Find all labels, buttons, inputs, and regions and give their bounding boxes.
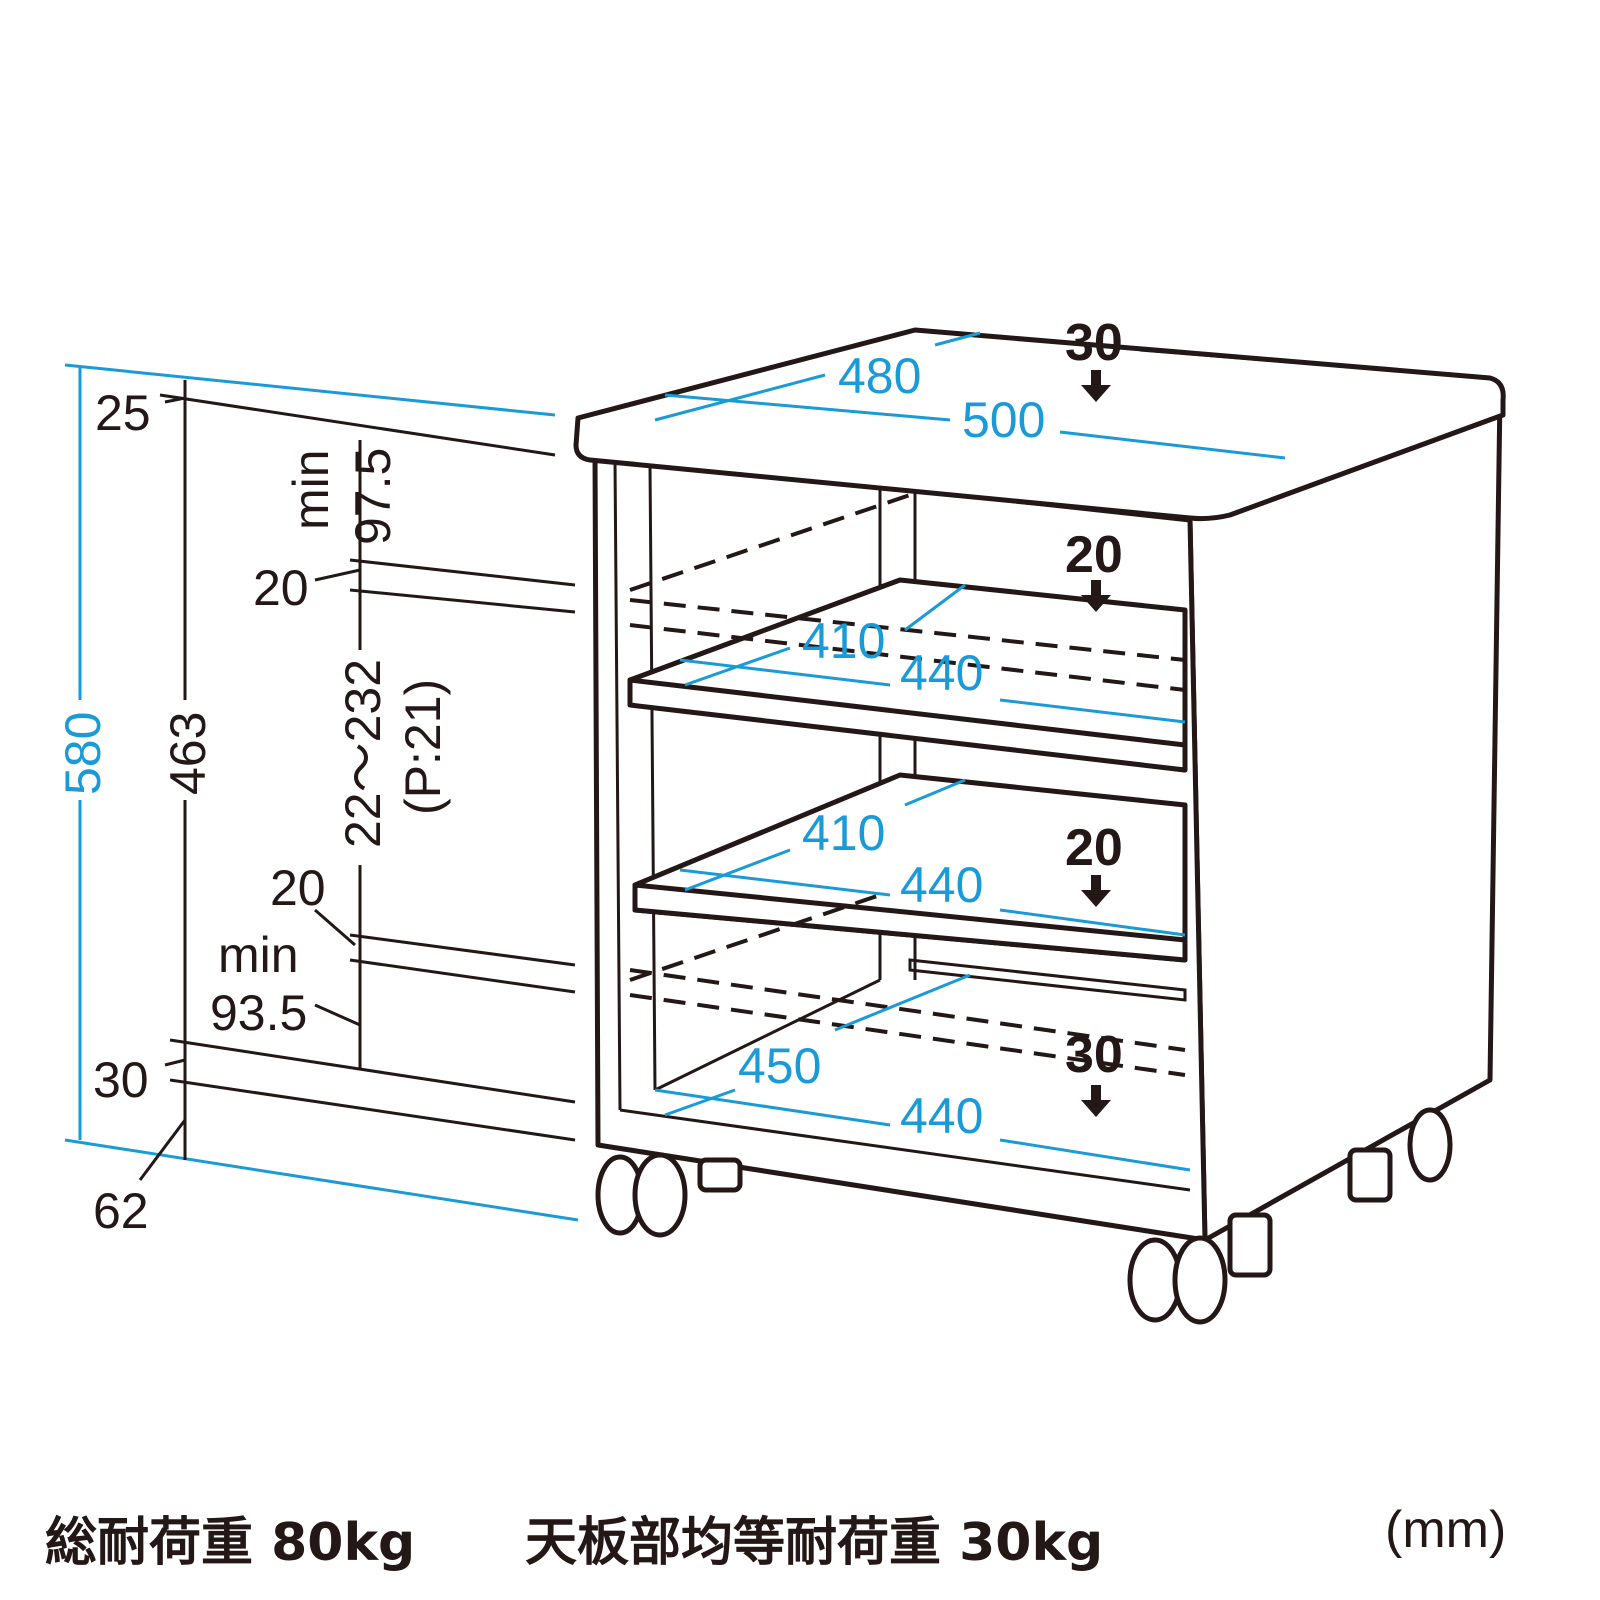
shelf1-load-label: 20 [1065, 526, 1123, 584]
total-height-label: 580 [55, 712, 111, 795]
pitch-range-label: 22～232 [335, 659, 391, 848]
down-arrow-icon [1081, 580, 1111, 612]
load-arrows [1081, 370, 1111, 1117]
shelf2-load-label: 20 [1065, 819, 1123, 877]
bottom-depth-label: 450 [738, 1038, 821, 1094]
top-thickness-label: 25 [95, 385, 151, 441]
shelf2-width-label: 440 [900, 857, 983, 913]
pitch-ref-label: (P:21) [395, 679, 451, 815]
black-dimension-lines [138, 348, 1491, 1181]
total-load-text: 総耐荷重 80kg [45, 1513, 416, 1573]
bottom-load-label: 30 [1065, 1026, 1123, 1084]
min-bottom-value: 93.5 [210, 985, 307, 1041]
caster-height-label: 62 [93, 1183, 149, 1239]
top-load-text: 天板部均等耐荷重 30kg [525, 1513, 1104, 1573]
down-arrow-icon [1081, 1085, 1111, 1117]
min-bottom-label: min [218, 927, 299, 983]
body-height-label: 463 [160, 712, 216, 795]
shelf2-thickness-label: 20 [270, 860, 326, 916]
casters [595, 1107, 1453, 1325]
top-load-label: 30 [1065, 314, 1123, 372]
blue-dimension-lines [64, 331, 1286, 1222]
unit-label: (mm) [1385, 1501, 1507, 1559]
min-top-label: min [283, 449, 339, 530]
shelf1-thickness-label: 20 [253, 560, 309, 616]
down-arrow-icon [1081, 875, 1111, 907]
shelf1-width-label: 440 [900, 645, 983, 701]
top-width-label: 500 [962, 392, 1045, 448]
shelf1-depth-label: 410 [802, 613, 885, 669]
bottom-width-label: 440 [900, 1088, 983, 1144]
top-depth-label: 480 [838, 348, 921, 404]
cabinet-outline [573, 327, 1506, 1243]
min-top-value: 97.5 [345, 448, 401, 545]
down-arrow-icon [1081, 370, 1111, 402]
shelf2-depth-label: 410 [802, 805, 885, 861]
base-thickness-label: 30 [93, 1052, 149, 1108]
